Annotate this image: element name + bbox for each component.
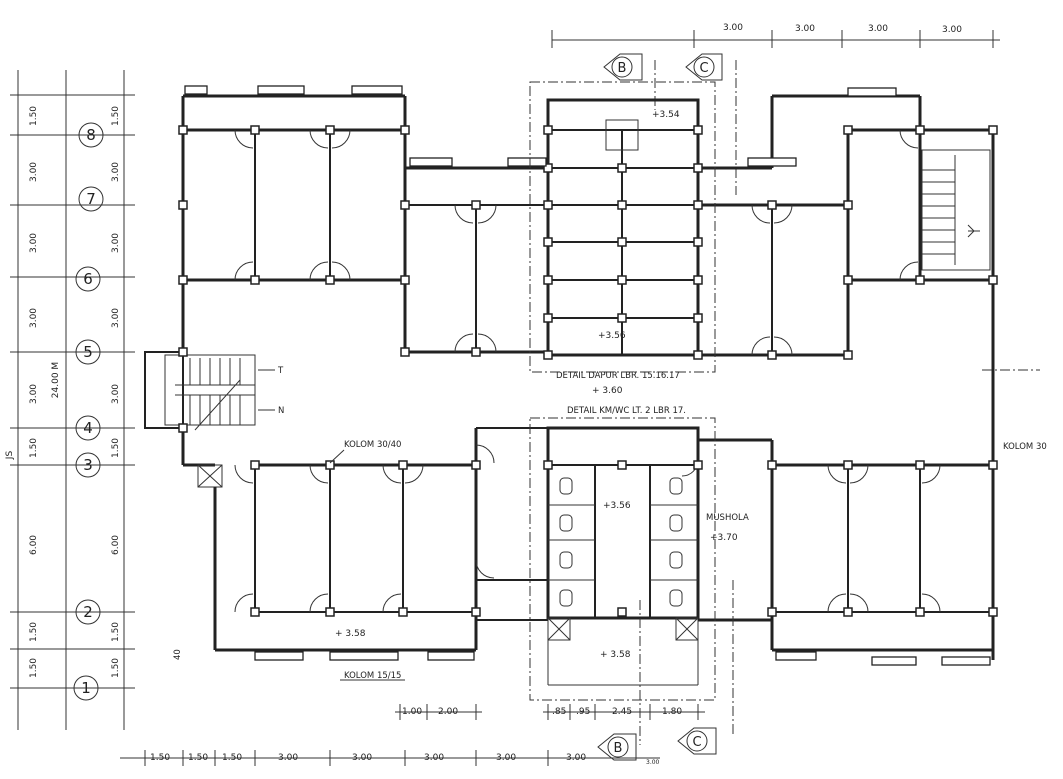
structural-columns <box>178 125 998 617</box>
door-swings <box>234 129 941 613</box>
grid-marker-1: 1 <box>73 675 99 701</box>
grid-label-3: 3 <box>83 456 93 474</box>
bottom-dim-6: 3.00 <box>424 753 444 763</box>
detail-kmwc-label: DETAIL KM/WC LT. 2 LBR 17. <box>567 406 686 416</box>
level-mushola: +3.70 <box>710 533 738 543</box>
bottom-dim-9: 3.00 <box>646 759 660 766</box>
section-marker-b-top: B <box>603 53 656 110</box>
section-c-label-bottom: C <box>692 735 701 750</box>
stair-upper-right <box>921 149 991 271</box>
bottom-dim-8: 3.00 <box>566 753 586 763</box>
left-dim-outer-9: 1.50 <box>29 658 39 678</box>
top-dim-1: 3.00 <box>723 23 743 33</box>
level-corridor: + 3.60 <box>592 386 623 396</box>
grid-marker-3: 3 <box>75 452 101 478</box>
section-b-label-bottom: B <box>614 741 623 756</box>
left-dim-inner-5: 3.00 <box>111 384 121 404</box>
sub-dim-left-2: 2.00 <box>438 707 458 717</box>
sub-dimension-chains: 1.00 2.00 .85 .95 2.45 1.80 <box>395 704 705 720</box>
building-walls: T N <box>144 94 995 686</box>
plan-annotations: +3.54 +3.56 DETAIL DAPUR LBR. 15.16.17 +… <box>173 110 1047 681</box>
left-dim-outer-4: 3.00 <box>29 308 39 328</box>
bottom-dim-3: 1.50 <box>222 753 242 763</box>
left-dim-outer-2: 3.00 <box>29 162 39 182</box>
level-bottom-left: + 3.58 <box>335 629 366 639</box>
sub-dim-mid-4: 1.80 <box>662 707 682 717</box>
detail-boundaries <box>529 81 1040 701</box>
bottom-dimension-chain: 1.50 1.50 1.50 3.00 3.00 3.00 3.00 3.00 … <box>120 750 660 766</box>
level-km-wc: +3.56 <box>603 501 631 511</box>
bottom-dim-7: 3.00 <box>496 753 516 763</box>
left-dim-outer-8: 1.50 <box>29 622 39 642</box>
section-markers-top: B C <box>603 53 737 195</box>
grid-label-8: 8 <box>86 126 96 144</box>
bottom-dim-1: 1.50 <box>150 753 170 763</box>
left-dim-inner-6: 1.50 <box>111 438 121 458</box>
bottom-dim-4: 3.00 <box>278 753 298 763</box>
section-marker-b-bottom: B <box>597 600 641 761</box>
section-marker-c-top: C <box>685 53 737 195</box>
left-dimension-chains: 1.50 3.00 3.00 3.00 3.00 1.50 6.00 1.50 … <box>5 70 135 730</box>
grid-label-2: 2 <box>83 603 93 621</box>
top-dim-3: 3.00 <box>868 24 888 34</box>
sub-dim-mid-2: .95 <box>576 707 590 717</box>
left-dim-inner-8: 1.50 <box>111 622 121 642</box>
grid-marker-2: 2 <box>75 599 101 625</box>
bottom-dim-5: 3.00 <box>352 753 372 763</box>
bottom-dim-2: 1.50 <box>188 753 208 763</box>
detail-dapur-label: DETAIL DAPUR LBR. 15.16.17 <box>556 371 680 381</box>
section-c-label-top: C <box>699 61 708 76</box>
sub-dim-mid-3: 2.45 <box>612 707 632 717</box>
grid-axis-markers: 8 7 6 5 4 3 2 1 <box>73 122 104 701</box>
top-dim-4: 3.00 <box>942 25 962 35</box>
stair-label-n: N <box>278 406 284 416</box>
top-dim-2: 3.00 <box>795 24 815 34</box>
kolom-3040-label: KOLOM 30/40 <box>344 440 401 450</box>
kolom-1515-label: KOLOM 15/15 <box>344 671 401 681</box>
kolom-30-label: KOLOM 30 <box>1003 442 1047 452</box>
total-length: 24.00 M <box>51 362 61 398</box>
toilet-fixtures <box>559 477 683 607</box>
sub-dim-left-1: 1.00 <box>402 707 422 717</box>
grid-label-4: 4 <box>83 419 93 437</box>
grid-label-7: 7 <box>86 190 96 208</box>
edge-fragment: JS <box>5 451 15 461</box>
top-dimension-chain: 3.00 3.00 3.00 3.00 <box>551 23 1000 48</box>
stair-left: T N <box>144 351 284 431</box>
level-upper-core: +3.56 <box>598 331 626 341</box>
left-dim-inner-7: 6.00 <box>111 535 121 555</box>
level-bottom-center: + 3.58 <box>600 650 631 660</box>
left-dim-inner-4: 3.00 <box>111 308 121 328</box>
left-dim-outer-3: 3.00 <box>29 233 39 253</box>
grid-marker-5: 5 <box>75 339 101 365</box>
grid-label-5: 5 <box>83 343 93 361</box>
left-dim-inner-1: 1.50 <box>111 106 121 126</box>
grid-marker-4: 4 <box>75 415 101 441</box>
left-dim-outer-1: 1.50 <box>29 106 39 126</box>
level-top-center: +3.54 <box>652 110 680 120</box>
section-marker-c-bottom: C <box>677 580 734 755</box>
left-dim-inner-2: 3.00 <box>111 162 121 182</box>
grid-marker-6: 6 <box>75 266 101 292</box>
planter-boxes <box>184 85 991 666</box>
mushola-label: MUSHOLA <box>706 513 749 523</box>
sub-dim-mid-1: .85 <box>552 707 566 717</box>
left-dim-inner-9: 1.50 <box>111 658 121 678</box>
grid-marker-8: 8 <box>78 122 104 148</box>
left-dim-outer-7: 6.00 <box>29 535 39 555</box>
left-dim-outer-5: 3.00 <box>29 384 39 404</box>
grid-marker-7: 7 <box>78 186 104 212</box>
section-b-label-top: B <box>618 61 627 76</box>
left-dim-inner-3: 3.00 <box>111 233 121 253</box>
grid-label-1: 1 <box>81 679 91 697</box>
small-dim-label: 40 <box>173 649 183 660</box>
section-markers-bottom: B C <box>597 580 734 761</box>
left-dim-outer-6: 1.50 <box>29 438 39 458</box>
grid-label-6: 6 <box>83 270 93 288</box>
stair-label-t: T <box>277 366 284 376</box>
